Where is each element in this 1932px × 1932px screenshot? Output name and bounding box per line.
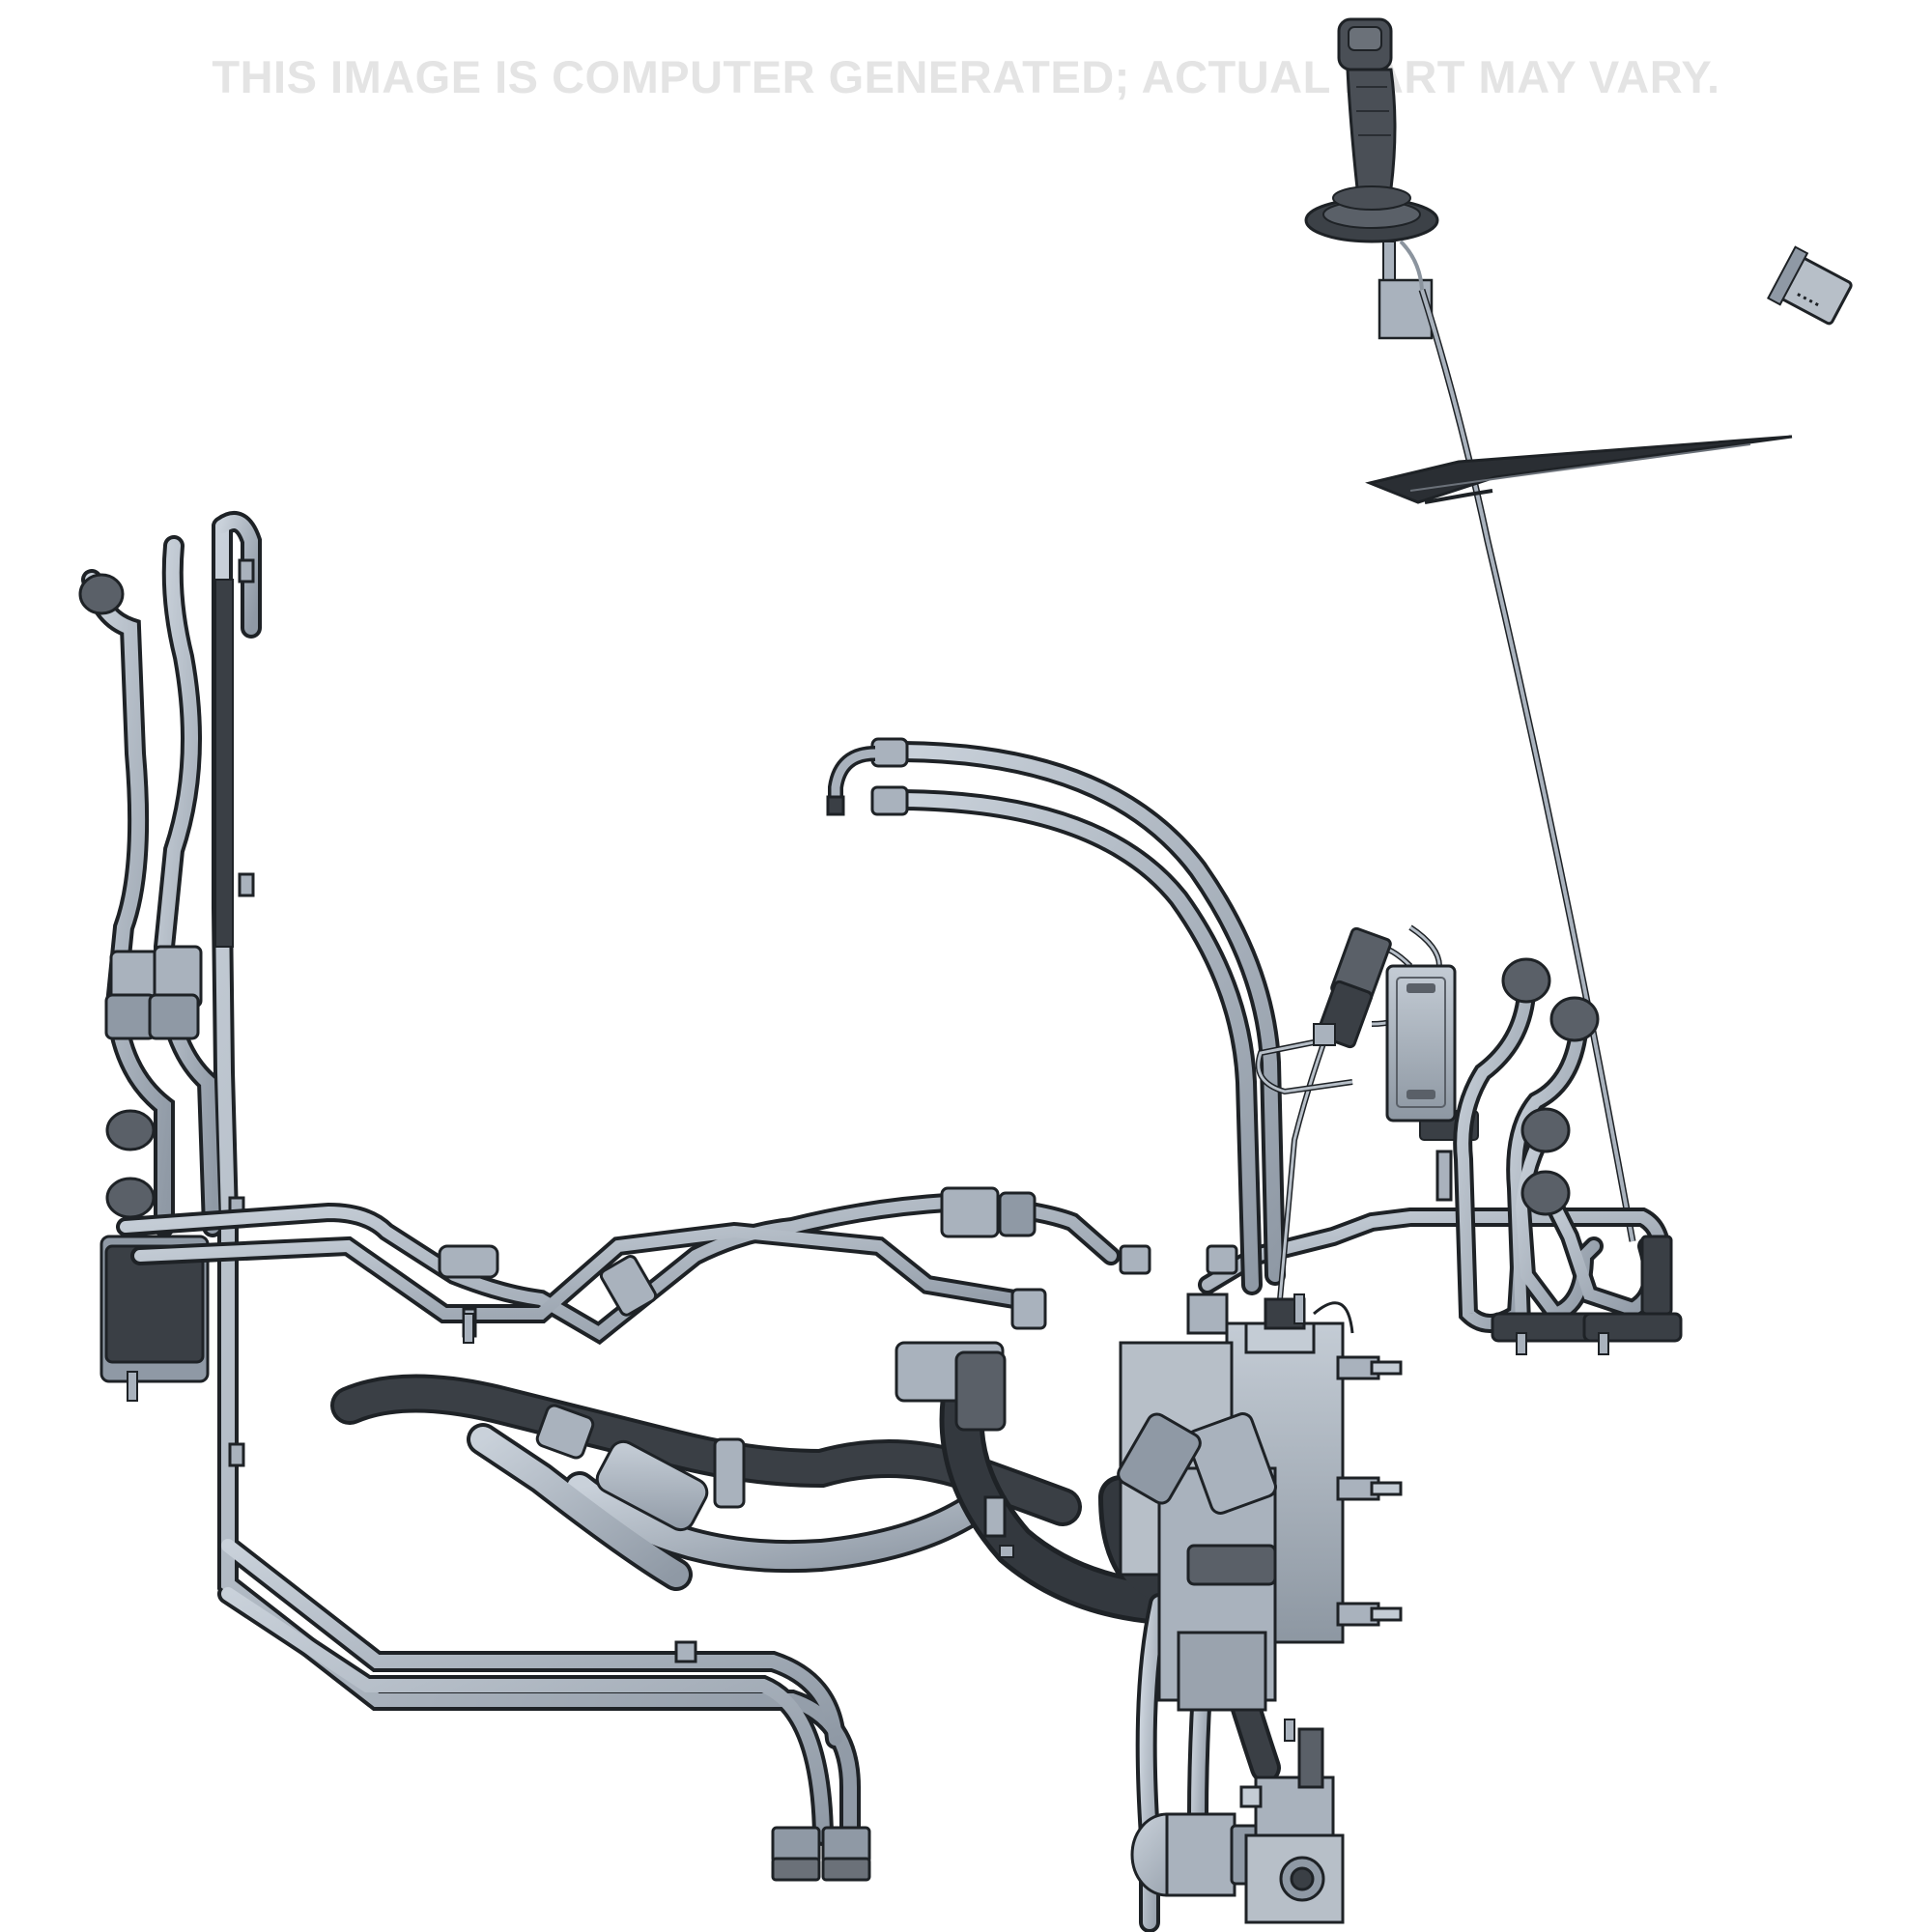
mounting-bolts — [127, 1293, 1609, 1742]
rocker-switch — [1767, 245, 1853, 326]
hydraulic-valve-block — [1117, 1293, 1403, 1712]
lower-left-return-lines — [771, 1826, 871, 1882]
joystick-handle — [1304, 17, 1439, 340]
floor-boot-plate — [1365, 435, 1793, 504]
left-hydraulic-line-bundle — [81, 511, 861, 1856]
crossover-fittings — [438, 1186, 1238, 1338]
accumulator — [1130, 1727, 1345, 1924]
right-hydraulic-line-bundle — [1453, 985, 1662, 1333]
left-fittings — [78, 558, 697, 1663]
main-crossover-lines — [116, 1192, 1671, 1346]
upper-hose-pair — [893, 741, 1286, 1295]
right-fittings — [1435, 957, 1683, 1343]
lower-hose-fittings — [535, 1341, 1007, 1538]
upper-hose-ends — [826, 737, 909, 816]
watermark-text: THIS IMAGE IS COMPUTER GENERATED; ACTUAL… — [212, 51, 1720, 102]
electronic-control-module — [1385, 964, 1457, 1122]
